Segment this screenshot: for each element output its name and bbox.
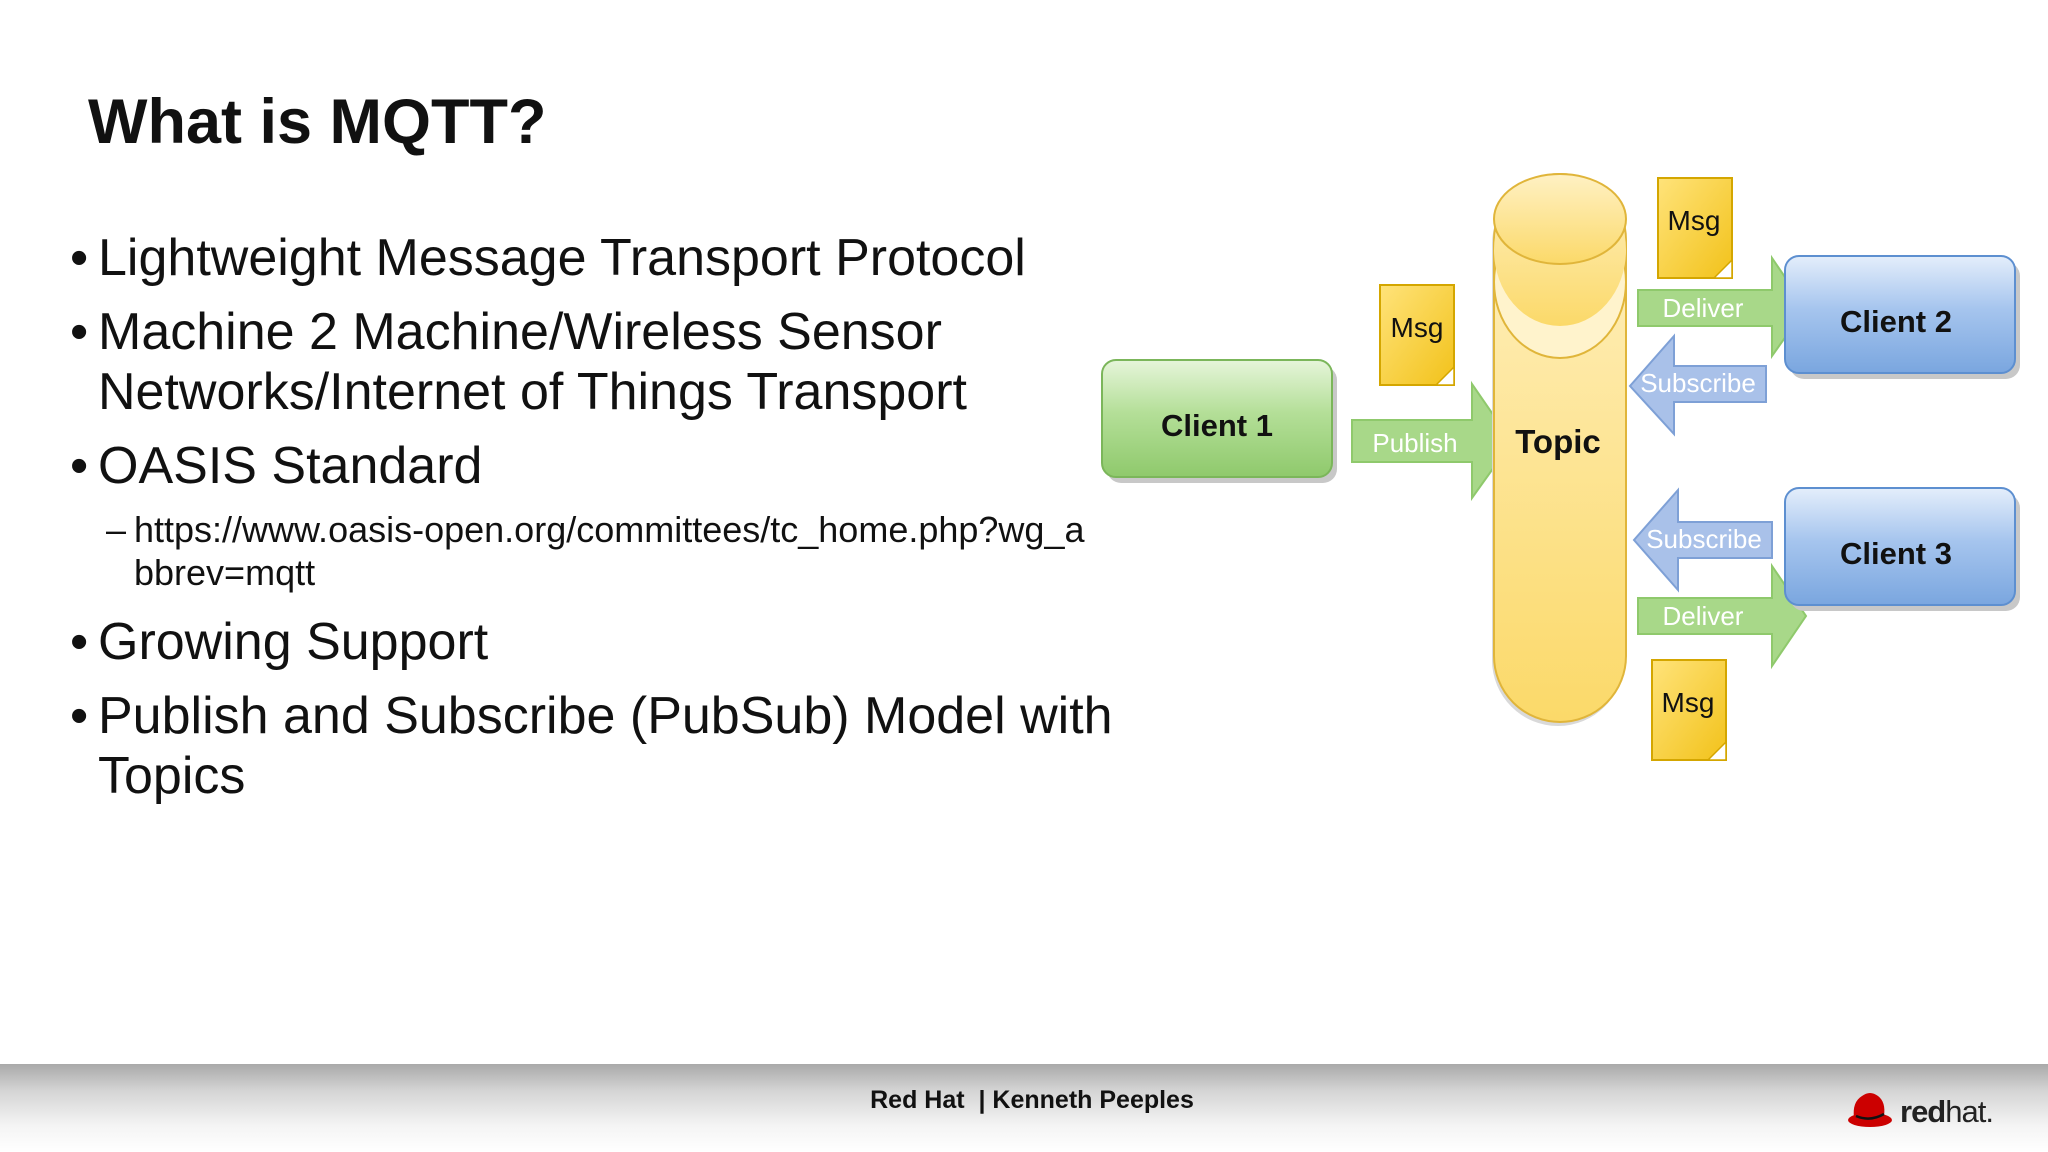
bullet-text: Growing Support xyxy=(98,613,489,671)
sub-bullet-glyph: – xyxy=(106,509,127,550)
slide-title: What is MQTT? xyxy=(88,87,547,157)
subscribe-arrow-top: Subscribe xyxy=(1628,333,1767,437)
client1-box: Client 1 xyxy=(1101,359,1337,483)
bullet-glyph: • xyxy=(70,437,89,495)
bullet-item: • OASIS Standard xyxy=(70,436,1170,496)
bullet-glyph: • xyxy=(70,687,89,745)
msg-label: Msg xyxy=(1391,312,1444,343)
bullet-item: • Growing Support xyxy=(70,612,1170,672)
bullet-item: • Machine 2 Machine/Wireless Sensor Netw… xyxy=(70,302,1170,422)
bullet-glyph: • xyxy=(70,229,89,287)
deliver-label: Deliver xyxy=(1663,293,1744,323)
bullet-glyph: • xyxy=(70,613,89,671)
client1-label: Client 1 xyxy=(1161,408,1273,443)
bullet-item: • Lightweight Message Transport Protocol xyxy=(70,228,1170,288)
client2-box: Client 2 xyxy=(1784,255,2020,379)
msg-note-publish: Msg xyxy=(1379,284,1455,386)
sub-bullet-item: – https://www.oasis-open.org/committees/… xyxy=(70,508,1170,594)
subscribe-arrow-bottom: Subscribe xyxy=(1632,487,1773,593)
publish-arrow: Publish xyxy=(1351,380,1514,502)
topic-label: Topic xyxy=(1515,423,1601,460)
logo-light: hat. xyxy=(1945,1094,1994,1129)
redhat-logo-text: redhat. xyxy=(1900,1094,1994,1130)
deliver-label: Deliver xyxy=(1663,601,1744,631)
msg-label: Msg xyxy=(1662,687,1715,718)
footer-text: Red Hat | Kenneth Peeples xyxy=(870,1086,1194,1114)
client2-label: Client 2 xyxy=(1840,304,1952,339)
client3-box: Client 3 xyxy=(1784,487,2020,611)
bullet-item: • Publish and Subscribe (PubSub) Model w… xyxy=(70,686,1170,806)
subscribe-label: Subscribe xyxy=(1646,524,1762,554)
mqtt-diagram: Client 1 Publish Msg Topic Msg xyxy=(1101,173,2020,761)
bullet-glyph: • xyxy=(70,303,89,361)
redhat-logo-icon xyxy=(1848,1093,1892,1127)
topic-cylinder: Topic xyxy=(1492,173,1627,726)
bullet-list: • Lightweight Message Transport Protocol… xyxy=(70,228,1170,820)
deliver-arrow-top: Deliver xyxy=(1637,254,1808,360)
footer-bar xyxy=(0,1064,2048,1152)
msg-note-deliver-top: Msg xyxy=(1657,177,1733,279)
subscribe-label: Subscribe xyxy=(1640,368,1756,398)
publish-label: Publish xyxy=(1372,428,1457,458)
bullet-text: Machine 2 Machine/Wireless Sensor Networ… xyxy=(98,303,967,421)
bullet-text: Publish and Subscribe (PubSub) Model wit… xyxy=(98,687,1113,805)
bullet-text: OASIS Standard xyxy=(98,437,483,495)
sub-bullet-link[interactable]: https://www.oasis-open.org/committees/tc… xyxy=(134,509,1085,593)
deliver-arrow-bottom: Deliver xyxy=(1637,562,1808,670)
client3-label: Client 3 xyxy=(1840,536,1952,571)
logo-bold: red xyxy=(1900,1094,1946,1129)
bullet-text: Lightweight Message Transport Protocol xyxy=(98,229,1026,287)
msg-note-deliver-bottom: Msg xyxy=(1651,659,1727,761)
msg-label: Msg xyxy=(1668,205,1721,236)
